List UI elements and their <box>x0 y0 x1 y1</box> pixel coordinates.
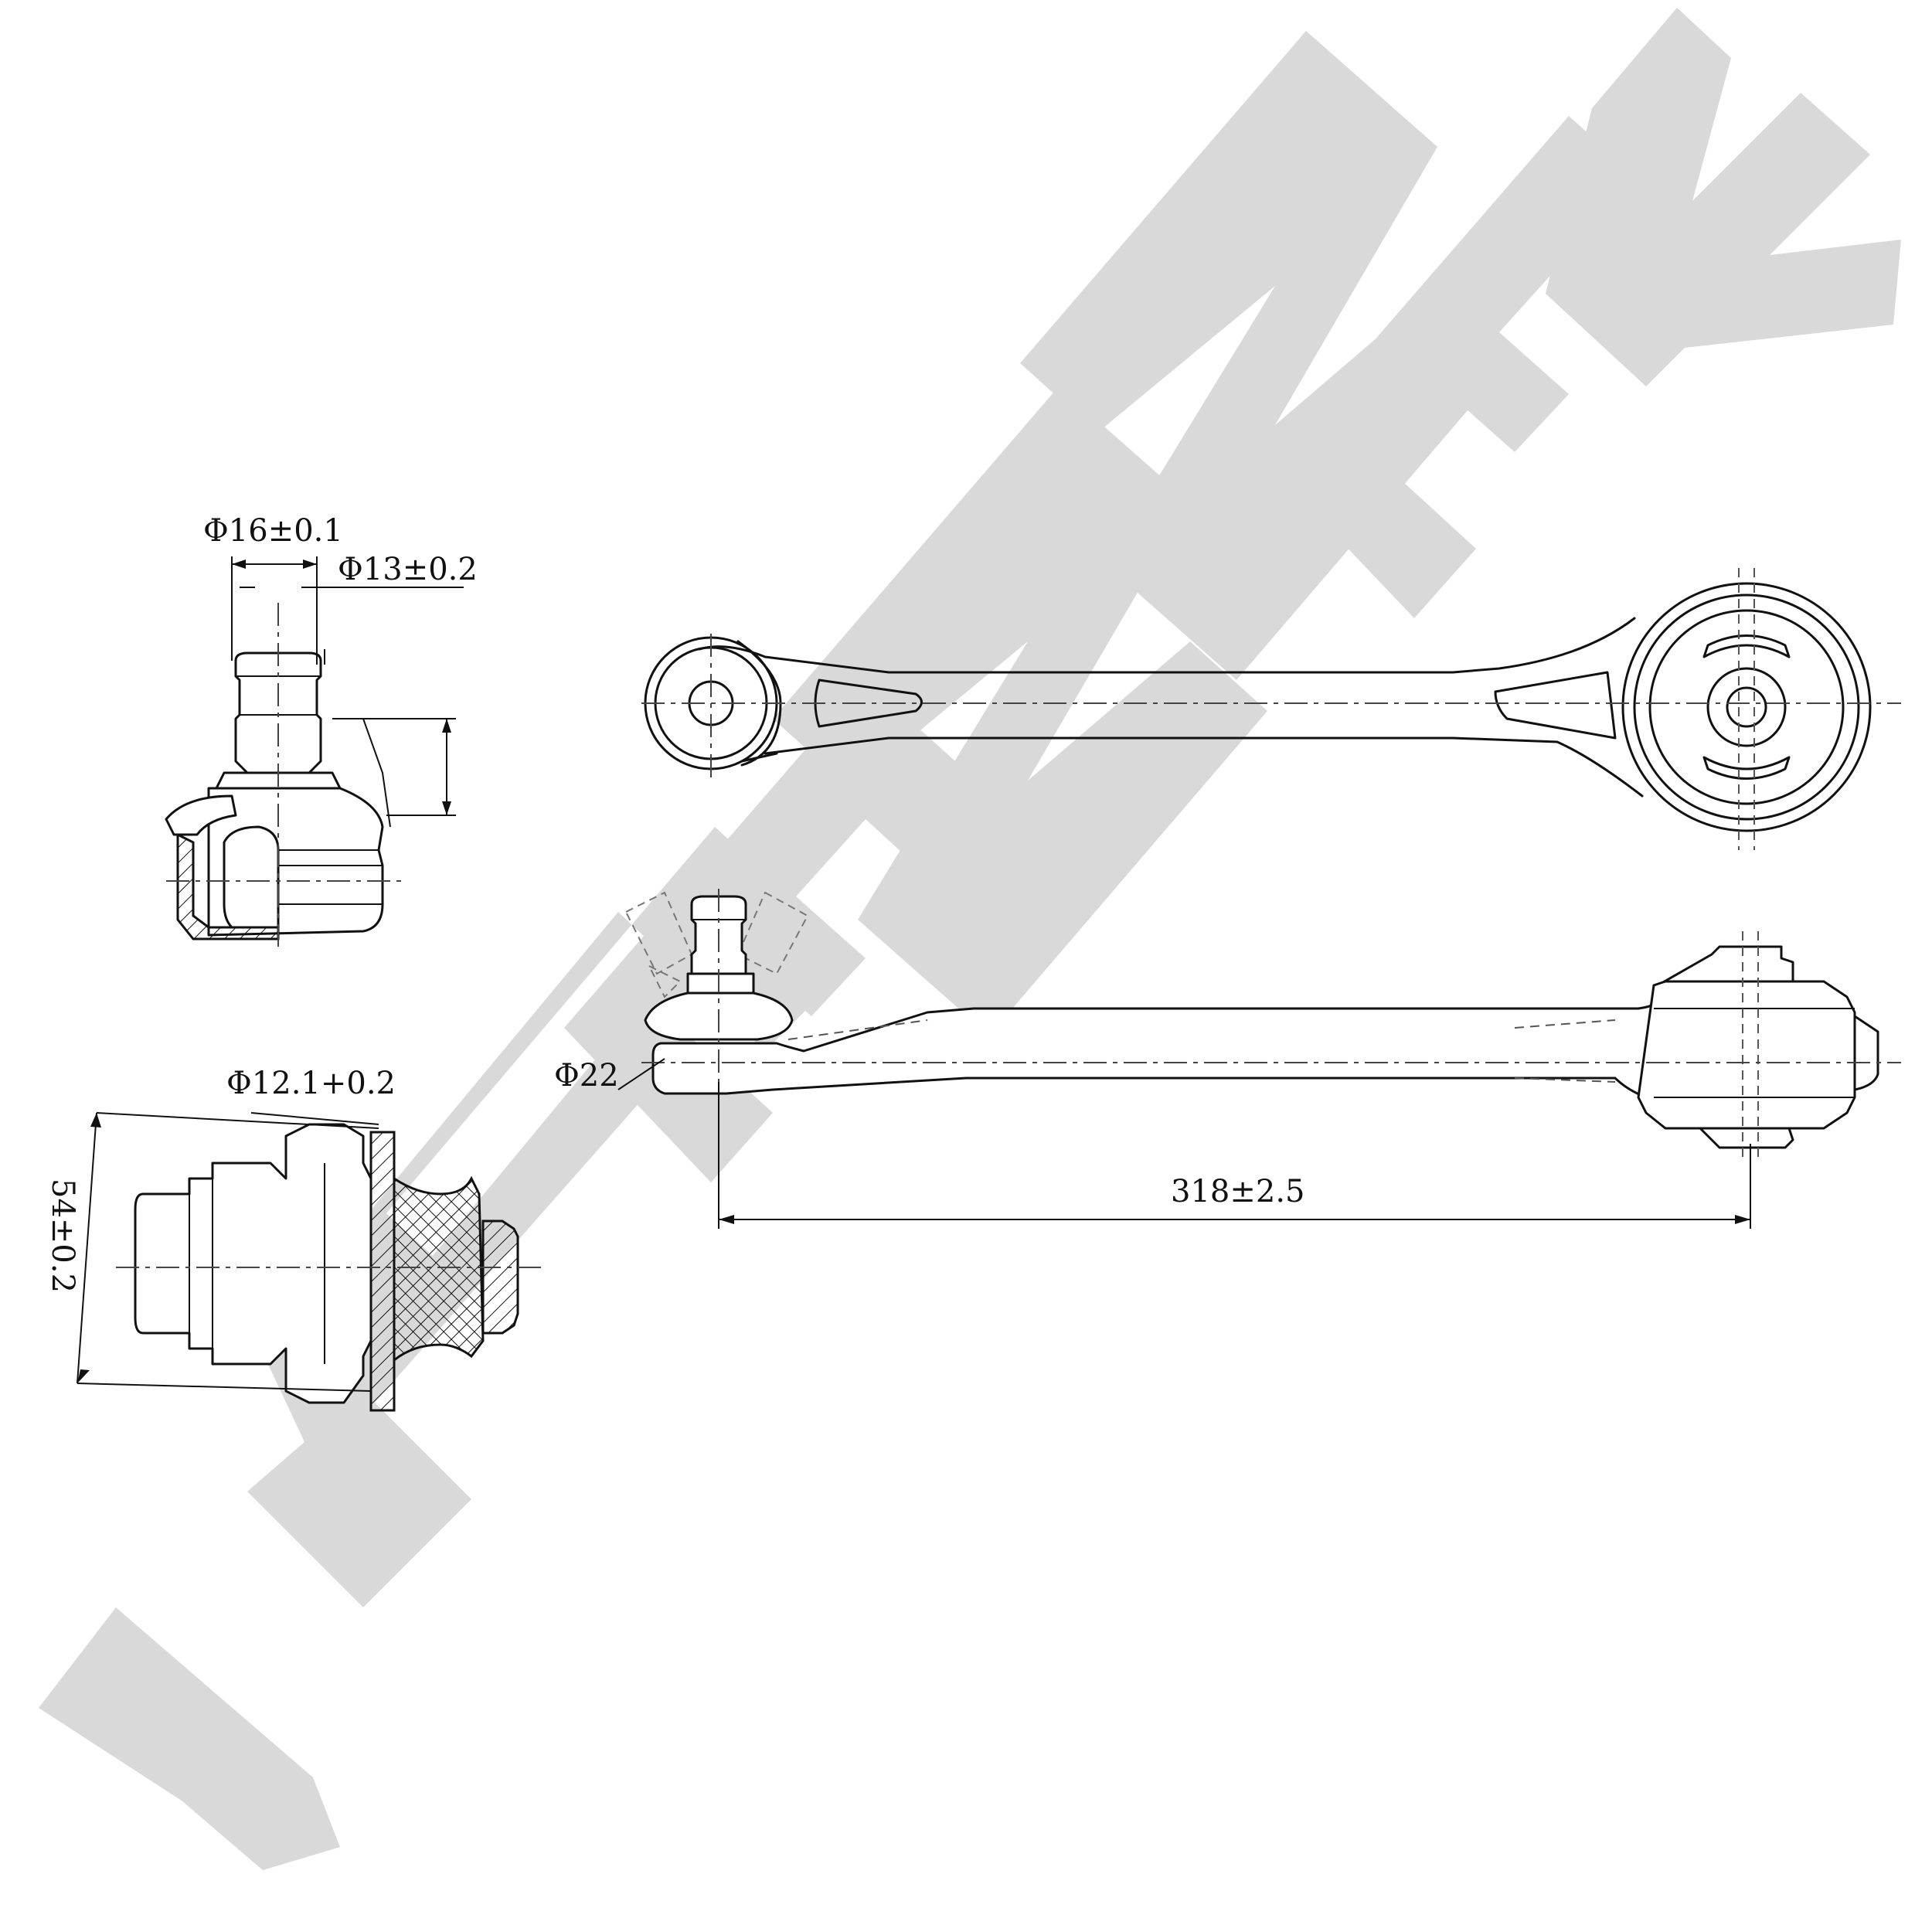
ball-joint-dia-label: Φ22 <box>554 1058 619 1094</box>
control-arm-side-view <box>617 889 1901 1229</box>
arm-length-label: 318±2.5 <box>1171 1174 1304 1209</box>
ball-stud-inner-dia-label: Φ13±0.2 <box>338 552 478 587</box>
ball-stud-outer-dia-label: Φ16±0.1 <box>203 513 343 549</box>
zennek-watermark <box>39 8 1901 1870</box>
control-arm-top-view <box>641 568 1901 850</box>
ball-stud-detail <box>165 556 464 947</box>
bushing-height-label: 54±0.2 <box>45 1179 80 1293</box>
bushing-detail <box>77 1112 541 1412</box>
bushing-dia-label: Φ12.1+0.2 <box>226 1066 396 1101</box>
